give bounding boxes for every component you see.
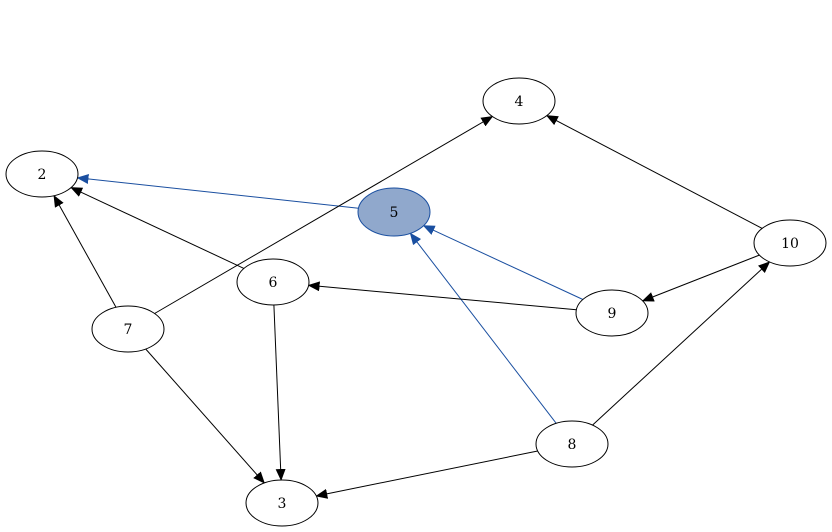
edges-layer [53,115,771,499]
node-8[interactable]: 8 [535,420,609,468]
node-8-ellipse [535,420,609,468]
nodes-layer: 2 3 4 5 6 7 8 9 10 [5,77,827,527]
node-2[interactable]: 2 [5,150,79,198]
edge-9-to-6 [307,281,577,311]
node-6[interactable]: 6 [236,258,310,306]
edge-7-to-3 [145,348,265,484]
edge-10-to-4 [545,115,763,229]
node-7[interactable]: 7 [91,305,165,353]
edge-10-to-9 [641,254,760,302]
node-2-ellipse [5,150,79,198]
node-9-ellipse [575,289,649,337]
node-4-ellipse [482,77,556,125]
edge-6-to-2 [70,187,245,269]
node-8-label: 8 [568,437,577,453]
node-9-label: 9 [608,306,617,322]
edge-6-to-3 [273,304,286,481]
node-3-label: 3 [278,496,287,512]
node-10-ellipse [753,219,827,267]
node-6-ellipse [236,258,310,306]
node-9[interactable]: 9 [575,289,649,337]
node-10-label: 10 [781,236,799,252]
node-3-ellipse [245,479,319,527]
node-3[interactable]: 3 [245,479,319,527]
node-2-label: 2 [38,167,47,183]
edge-9-to-5 [422,225,584,300]
node-5-label: 5 [390,205,399,221]
node-7-label: 7 [124,322,133,338]
edge-8-to-10 [592,261,771,426]
node-7-ellipse [91,305,165,353]
edge-7-to-2 [53,194,117,308]
edge-8-to-3 [315,450,538,499]
node-5-ellipse [357,187,431,237]
node-10[interactable]: 10 [753,219,827,267]
node-4[interactable]: 4 [482,77,556,125]
edge-5-to-2 [76,174,359,209]
edge-7-to-4 [154,115,494,314]
node-4-label: 4 [515,94,524,110]
node-6-label: 6 [269,275,278,291]
node-5[interactable]: 5 [357,187,431,237]
edge-8-to-5 [409,232,557,424]
